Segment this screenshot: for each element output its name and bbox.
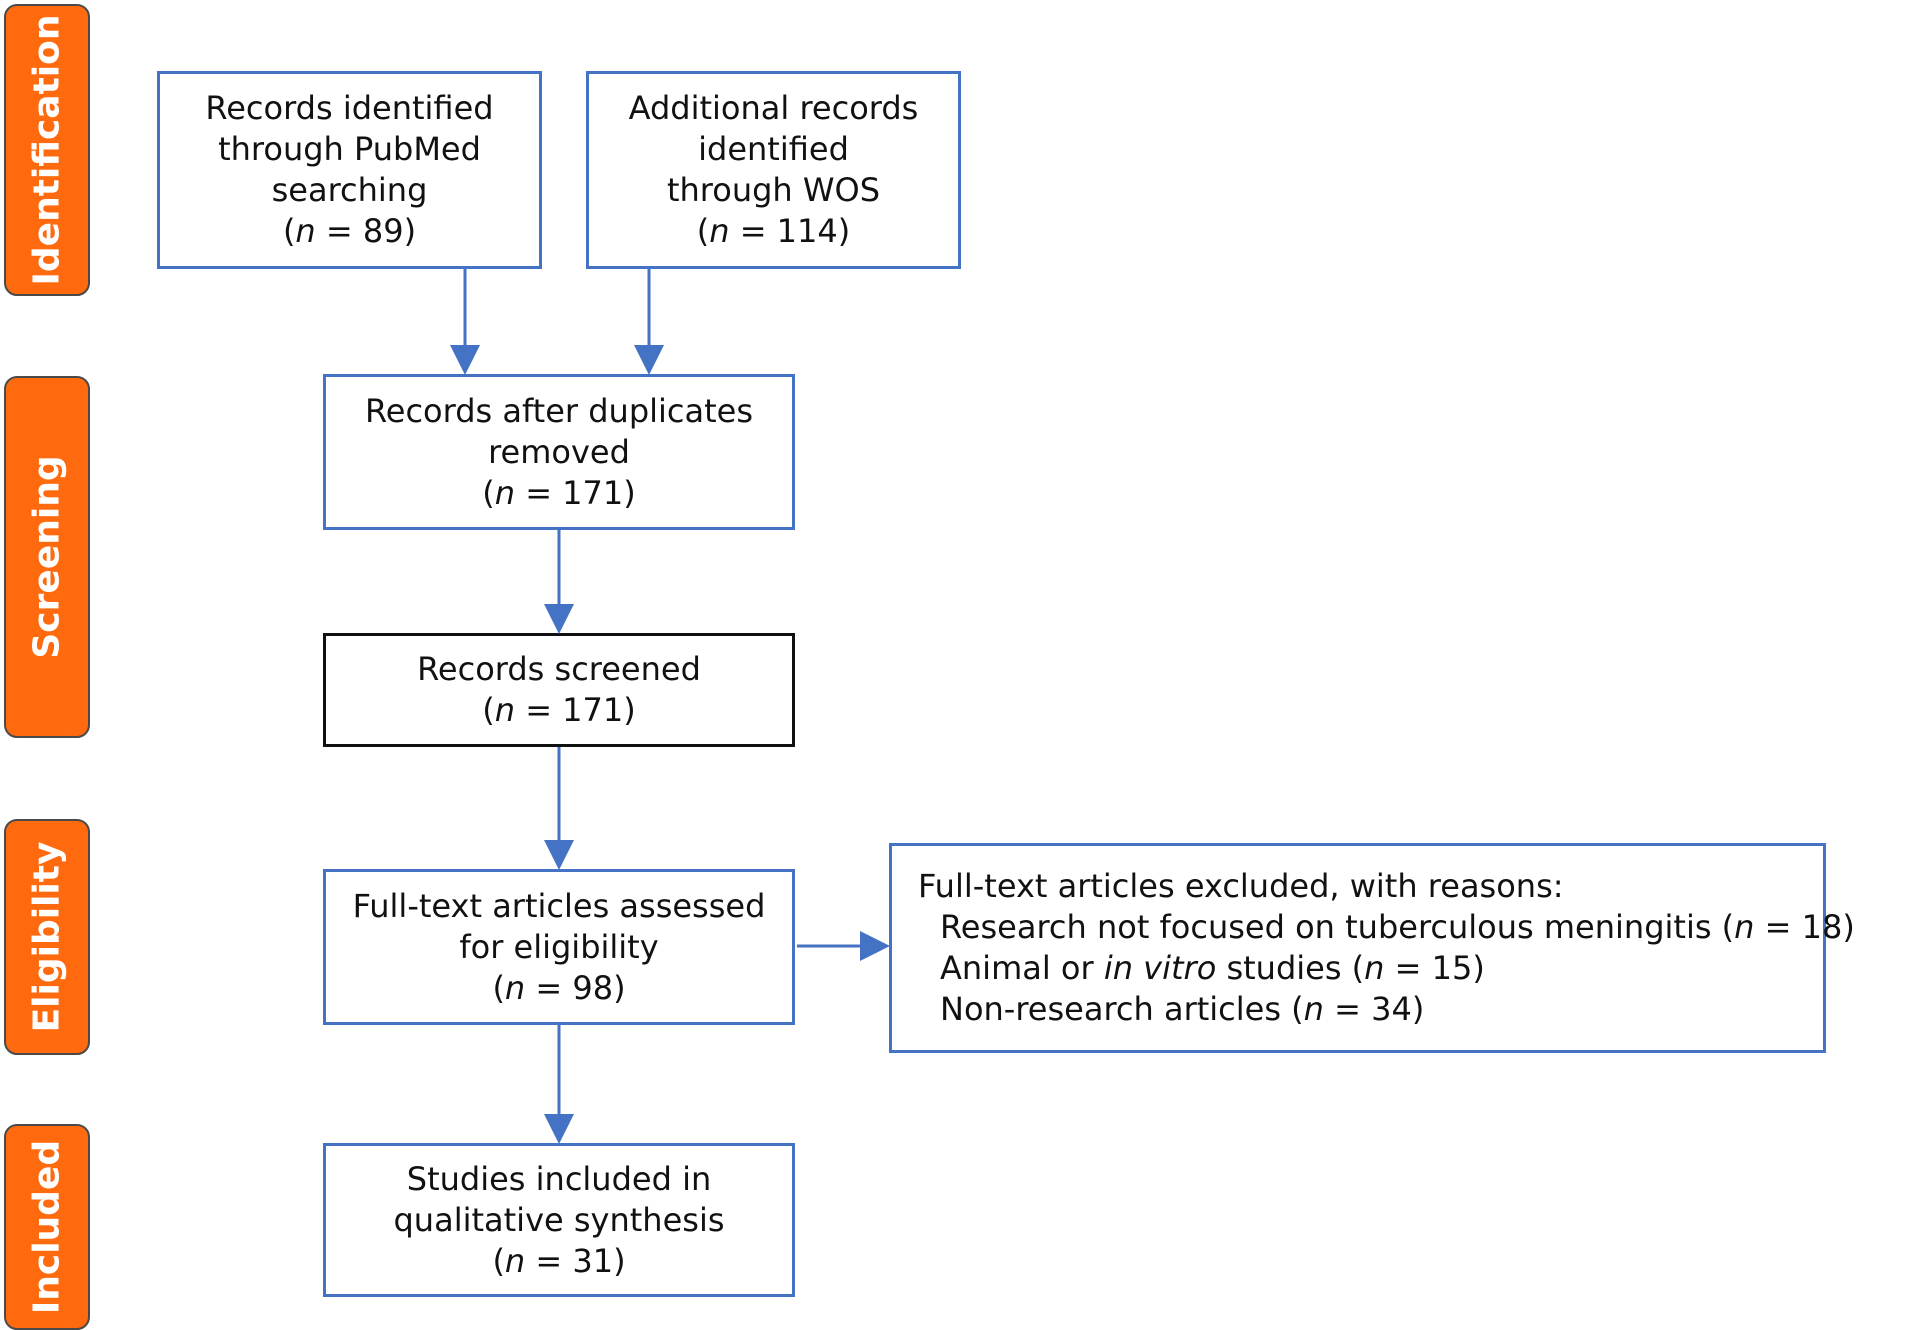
excluded-reason-2-n: 15	[1431, 949, 1473, 987]
included-line-2: qualitative synthesis	[393, 1200, 725, 1239]
phase-identification: Identification	[4, 4, 90, 296]
pubmed-count: (n = 89)	[282, 212, 417, 250]
pubmed-line-1: Records identified	[205, 89, 494, 127]
excluded-reason-2-text-b: studies	[1226, 949, 1342, 987]
excluded-heading: Full-text articles excluded, with reason…	[918, 867, 1564, 905]
excluded-reason-2-italic: in vitro	[1103, 949, 1217, 987]
screened-n-label: n	[494, 691, 516, 729]
fulltext-assessed-box: Full-text articles assessed for eligibil…	[323, 869, 795, 1025]
phase-eligibility: Eligibility	[4, 819, 90, 1055]
fulltext-excluded-box: Full-text articles excluded, with reason…	[889, 843, 1855, 1053]
fulltext-line-1: Full-text articles assessed	[352, 886, 766, 925]
phase-screening: Screening	[4, 376, 90, 738]
records-screened-box: Records screened (n = 171)	[323, 633, 795, 747]
pubmed-records-box: Records identified through PubMed search…	[157, 71, 542, 269]
duplicates-count: (n = 171)	[482, 473, 636, 512]
screened-count: (n = 171)	[482, 691, 636, 729]
excluded-reason-3: Non-research articles (n = 34)	[940, 990, 1425, 1028]
pubmed-line-2: through PubMed	[218, 130, 481, 168]
excluded-reason-1: Research not focused on tuberculous meni…	[940, 908, 1855, 946]
included-line-1: Studies included in	[406, 1159, 712, 1198]
wos-line-1: Additional records	[628, 89, 919, 127]
excluded-reason-3-text: Non-research articles	[940, 990, 1281, 1028]
duplicates-line-2: removed	[488, 432, 630, 471]
screened-n-value: 171	[562, 691, 624, 729]
excluded-reason-3-n: 34	[1371, 990, 1412, 1028]
excluded-reason-1-n: 18	[1801, 908, 1843, 946]
pubmed-n-value: 89	[362, 212, 404, 250]
studies-included-box: Studies included in qualitative synthesi…	[323, 1143, 795, 1297]
wos-records-box: Additional records identified through WO…	[586, 71, 961, 269]
duplicates-n-value: 171	[562, 473, 624, 512]
included-n-label: n	[504, 1241, 526, 1280]
wos-count: (n = 114)	[696, 212, 851, 250]
excluded-reason-2-n-label: n	[1364, 949, 1385, 987]
duplicates-n-label: n	[494, 473, 516, 512]
wos-n-value: 114	[776, 212, 838, 250]
wos-line-2: identified	[698, 130, 849, 168]
excluded-reason-1-n-label: n	[1734, 908, 1755, 946]
included-n-value: 31	[572, 1241, 614, 1280]
included-count: (n = 31)	[492, 1241, 626, 1280]
excluded-reason-2-text-a: Animal or	[940, 949, 1094, 987]
excluded-reason-3-n-label: n	[1303, 990, 1324, 1028]
pubmed-n-label: n	[295, 212, 316, 250]
duplicates-line-1: Records after duplicates	[364, 391, 754, 430]
wos-line-3: through WOS	[666, 171, 881, 209]
screened-line-1: Records screened	[417, 650, 701, 688]
excluded-reason-2: Animal or in vitro studies (n = 15)	[940, 949, 1485, 987]
fulltext-n-value: 98	[572, 968, 614, 1007]
fulltext-count: (n = 98)	[492, 968, 626, 1007]
fulltext-line-2: for eligibility	[459, 927, 659, 966]
wos-n-label: n	[709, 212, 730, 250]
duplicates-removed-box: Records after duplicates removed (n = 17…	[323, 374, 795, 530]
phase-included: Included	[4, 1124, 90, 1330]
excluded-reason-1-text: Research not focused on tuberculous meni…	[940, 908, 1712, 946]
fulltext-n-label: n	[504, 968, 526, 1007]
pubmed-line-3: searching	[271, 171, 428, 209]
